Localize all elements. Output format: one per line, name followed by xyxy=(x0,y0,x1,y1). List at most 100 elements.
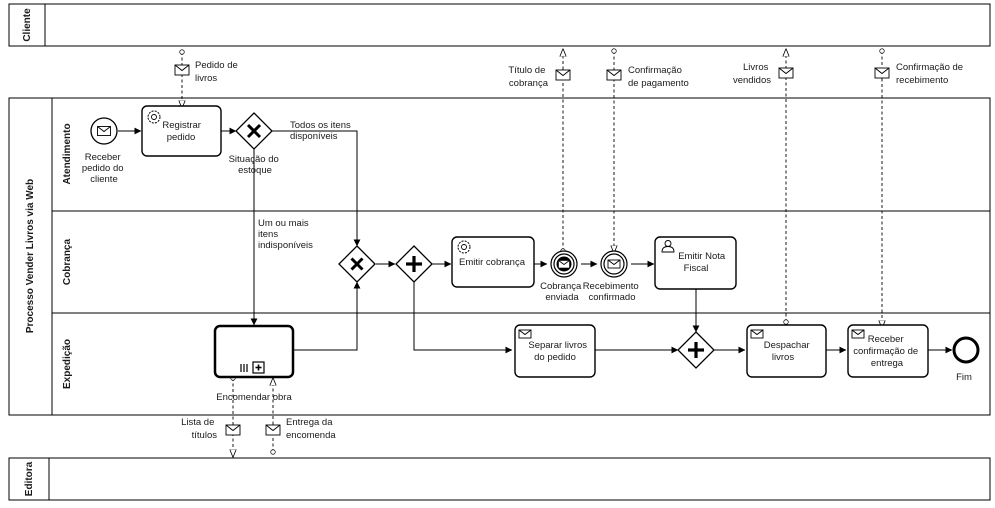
lane-expedicao-label: Expedição xyxy=(62,339,73,389)
message-envelope-icon xyxy=(225,424,241,436)
svg-text:Confirmação de pagamento: Confirmação de pagamento xyxy=(628,65,689,89)
svg-text:Todos os itens disponíve: Todos os itens disponíveis xyxy=(290,120,353,142)
svg-text:Registrar pedido: Registrar pedido xyxy=(162,120,203,143)
gateway-parallel-join[interactable] xyxy=(677,331,715,369)
event-cobranca-enviada[interactable]: Cobrança enviada xyxy=(540,250,584,303)
task-registrar-label-1: Registrar xyxy=(162,120,201,131)
svg-text:Emitir Nota Fiscal: Emitir Nota Fiscal xyxy=(678,251,728,274)
message-lista-label-1: Lista de xyxy=(181,417,214,428)
task-emitir-nota-fiscal[interactable]: Emitir Nota Fiscal xyxy=(654,236,737,290)
end-event-fim[interactable]: Fim xyxy=(952,336,980,383)
flow-label-um-ou-mais: Um ou mais itens indisponíveis xyxy=(258,218,313,251)
envelope-icon xyxy=(518,329,532,339)
parallel-plus-icon xyxy=(688,342,704,358)
gateway-estoque-label-2: estoque xyxy=(238,165,272,176)
task-emitir-cobranca[interactable]: Emitir cobrança xyxy=(451,236,535,288)
svg-text:Confirmação de recebimen: Confirmação de recebimento xyxy=(896,62,966,86)
flow-label-todos-1: Todos os itens xyxy=(290,120,351,131)
task-receber-confirmacao[interactable]: Receber confirmação de entrega xyxy=(847,324,929,378)
subprocess-encomendar-obra[interactable]: Encomendar obra xyxy=(213,324,295,403)
message-pagamento-label-1: Confirmação xyxy=(628,65,682,76)
envelope-icon xyxy=(97,126,111,136)
task-despachar-label-2: livros xyxy=(772,352,794,363)
gateway-merge-exclusive[interactable] xyxy=(338,245,376,283)
message-lista-label-2: títulos xyxy=(192,430,218,441)
pool-cliente: Cliente xyxy=(8,3,991,47)
svg-text:Situação do estoque: Situação do estoque xyxy=(229,154,282,176)
task-registrar-label-2: pedido xyxy=(167,132,196,143)
message-flows xyxy=(182,49,882,457)
event-cobranca-label-1: Cobrança xyxy=(540,281,582,292)
message-entrega-label-2: encomenda xyxy=(286,430,336,441)
parallel-plus-icon xyxy=(406,256,422,272)
task-separar-label-2: do pedido xyxy=(534,352,576,363)
event-recebimento-label-2: confirmado xyxy=(589,292,636,303)
envelope-icon xyxy=(607,259,621,269)
message-titulo-cobranca: Título de cobrança xyxy=(508,65,571,89)
task-separar-livros[interactable]: Separar livros do pedido xyxy=(514,324,596,378)
svg-text:Despachar livros: Despachar livros xyxy=(764,340,813,363)
message-pedido-label-1: Pedido de xyxy=(195,60,238,71)
event-recebimento-confirmado[interactable]: Recebimento confirmado xyxy=(583,250,642,303)
svg-text:Cobrança enviada: Cobrança enviada xyxy=(540,281,584,303)
exclusive-x-icon xyxy=(246,123,262,139)
message-titulo-label-1: Título de xyxy=(508,65,545,76)
flow-label-um-2: itens xyxy=(258,229,278,240)
task-registrar-pedido[interactable]: Registrar pedido xyxy=(141,105,222,157)
start-event-label-2: pedido do xyxy=(82,163,124,174)
message-envelope-icon xyxy=(606,69,622,81)
message-confirmacao-recebimento: Confirmação de recebimento xyxy=(874,62,966,86)
subprocess-label: Encomendar obra xyxy=(216,392,292,403)
pool-processo-label: Processo Vender Livros via Web xyxy=(25,179,36,333)
message-pagamento-label-2: de pagamento xyxy=(628,78,689,89)
envelope-icon xyxy=(750,329,764,339)
gateway-parallel-split[interactable] xyxy=(395,245,433,283)
message-livros-label-1: Livros xyxy=(743,62,769,73)
svg-text:Receber pedido do: Receber pedido do cliente xyxy=(82,152,126,185)
task-separar-label-1: Separar livros xyxy=(528,340,587,351)
message-titulo-label-2: cobrança xyxy=(509,78,549,89)
svg-text:Entrega da encomenda: Entrega da encomenda xyxy=(286,417,336,441)
svg-text:Separar livros do pedido: Separar livros do pedido xyxy=(528,340,589,363)
message-envelope-icon xyxy=(555,69,571,81)
svg-text:Título de cobrança: Título de cobrança xyxy=(508,65,548,89)
message-entrega-label-1: Entrega da xyxy=(286,417,333,428)
svg-text:Um ou mais itens i: Um ou mais itens indisponíveis xyxy=(258,218,313,251)
svg-text:Lista de títulos: Lista de títulos xyxy=(181,417,217,441)
expand-plus-icon xyxy=(252,361,265,374)
svg-text:Emitir cobrança: Emitir cobrança xyxy=(459,257,526,268)
flow-label-todos-2: disponíveis xyxy=(290,131,338,142)
task-receber-label-3: entrega xyxy=(871,358,904,369)
user-icon xyxy=(661,240,675,253)
svg-text:Livros vendidos: Livros vendidos xyxy=(733,62,771,86)
task-nota-label-1: Emitir Nota xyxy=(678,251,726,262)
message-envelope-icon xyxy=(874,67,890,79)
flow-label-um-1: Um ou mais xyxy=(258,218,309,229)
message-entrega-encomenda: Entrega da encomenda xyxy=(265,417,336,441)
envelope-filled-icon xyxy=(556,256,572,272)
envelope-icon xyxy=(851,329,865,339)
sequence-flows xyxy=(118,127,953,354)
message-envelope-icon xyxy=(265,424,281,436)
exclusive-x-icon xyxy=(350,257,364,271)
task-despachar-livros[interactable]: Despachar livros xyxy=(746,324,827,378)
message-confirmacao-pagamento: Confirmação de pagamento xyxy=(606,65,689,89)
pool-editora-label: Editora xyxy=(24,461,35,496)
message-pedido-livros: Pedido de livros xyxy=(174,60,238,84)
message-pedido-label-2: livros xyxy=(195,73,217,84)
task-emitir-cobranca-label: Emitir cobrança xyxy=(459,257,526,268)
task-receber-label-2: confirmação de xyxy=(853,346,918,357)
pool-cliente-label: Cliente xyxy=(22,8,33,42)
start-event-label-3: cliente xyxy=(90,174,117,185)
flow-label-todos-disponiveis: Todos os itens disponíveis xyxy=(290,120,353,142)
flow-label-um-3: indisponíveis xyxy=(258,240,313,251)
pool-editora: Editora xyxy=(8,457,991,501)
message-envelope-icon xyxy=(778,67,794,79)
start-event-receber-pedido[interactable]: Receber pedido do cliente xyxy=(82,117,126,185)
start-event-label-1: Receber xyxy=(85,152,121,163)
message-recebimento-label-1: Confirmação de xyxy=(896,62,963,73)
lane-atendimento-label: Atendimento xyxy=(62,123,73,184)
task-nota-label-2: Fiscal xyxy=(684,263,709,274)
svg-text:Recebimento confirmado: Recebimento confirmado xyxy=(583,281,642,303)
gateway-situacao-estoque[interactable]: Situação do estoque xyxy=(229,112,282,176)
